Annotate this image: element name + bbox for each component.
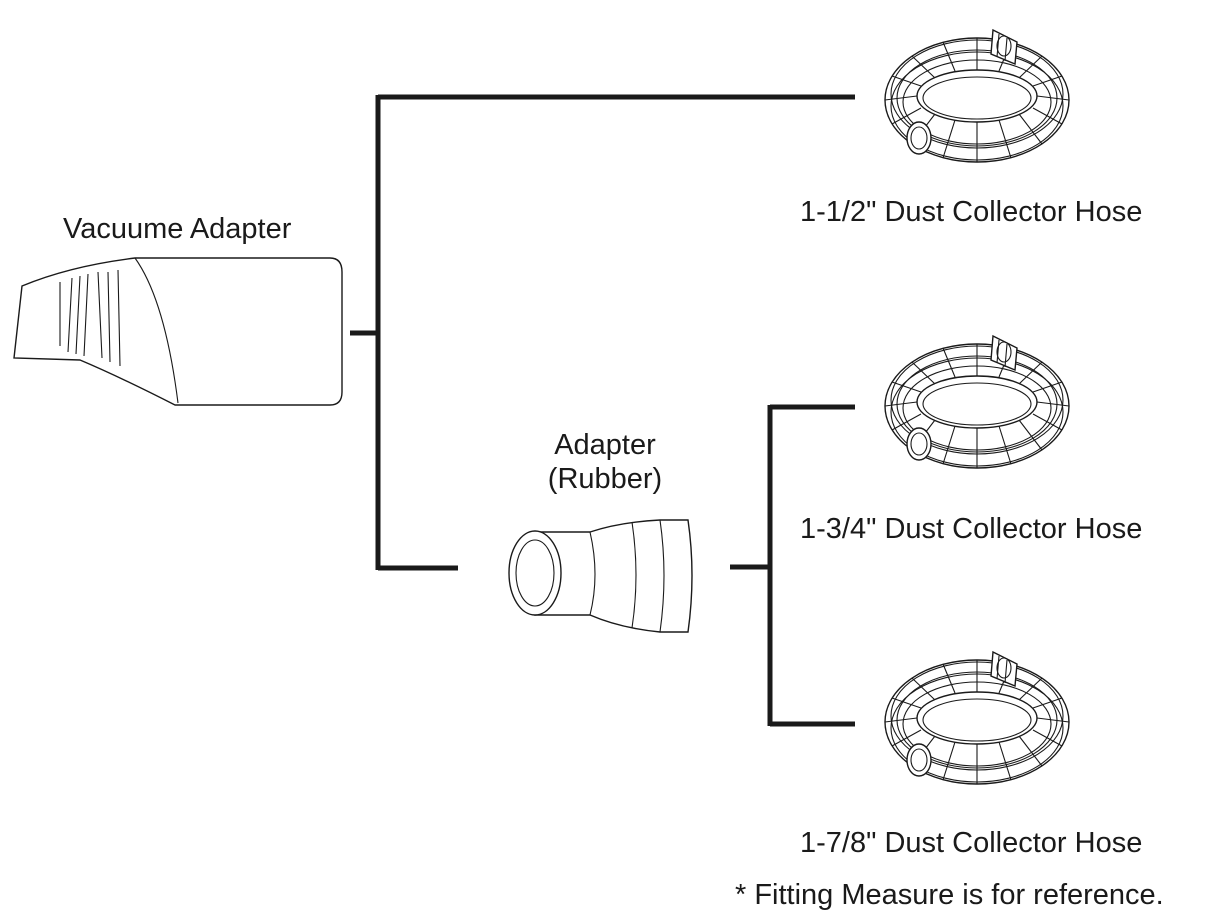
hose-label-3: 1-7/8" Dust Collector Hose (800, 827, 1143, 859)
hose-coil-icon-1 (884, 29, 1070, 163)
rubber-adapter-label-line2: (Rubber) (547, 463, 663, 495)
hose-label-2: 1-3/4" Dust Collector Hose (800, 513, 1143, 545)
vacuum-adapter-icon (13, 257, 343, 406)
vacuum-adapter-label: Vacuume Adapter (63, 213, 292, 245)
rubber-adapter-label-line1: Adapter (554, 429, 656, 461)
rubber-adapter-label: Adapter (Rubber) (520, 428, 690, 496)
hose-coil-icon-2 (884, 335, 1070, 469)
hose-coil-icon-3 (884, 651, 1070, 785)
footnote: * Fitting Measure is for reference. (735, 879, 1164, 911)
rubber-adapter-icon (508, 519, 693, 633)
connector-rubber-adapter (730, 404, 855, 727)
connector-main (350, 94, 855, 571)
hose-label-1: 1-1/2" Dust Collector Hose (800, 196, 1143, 228)
